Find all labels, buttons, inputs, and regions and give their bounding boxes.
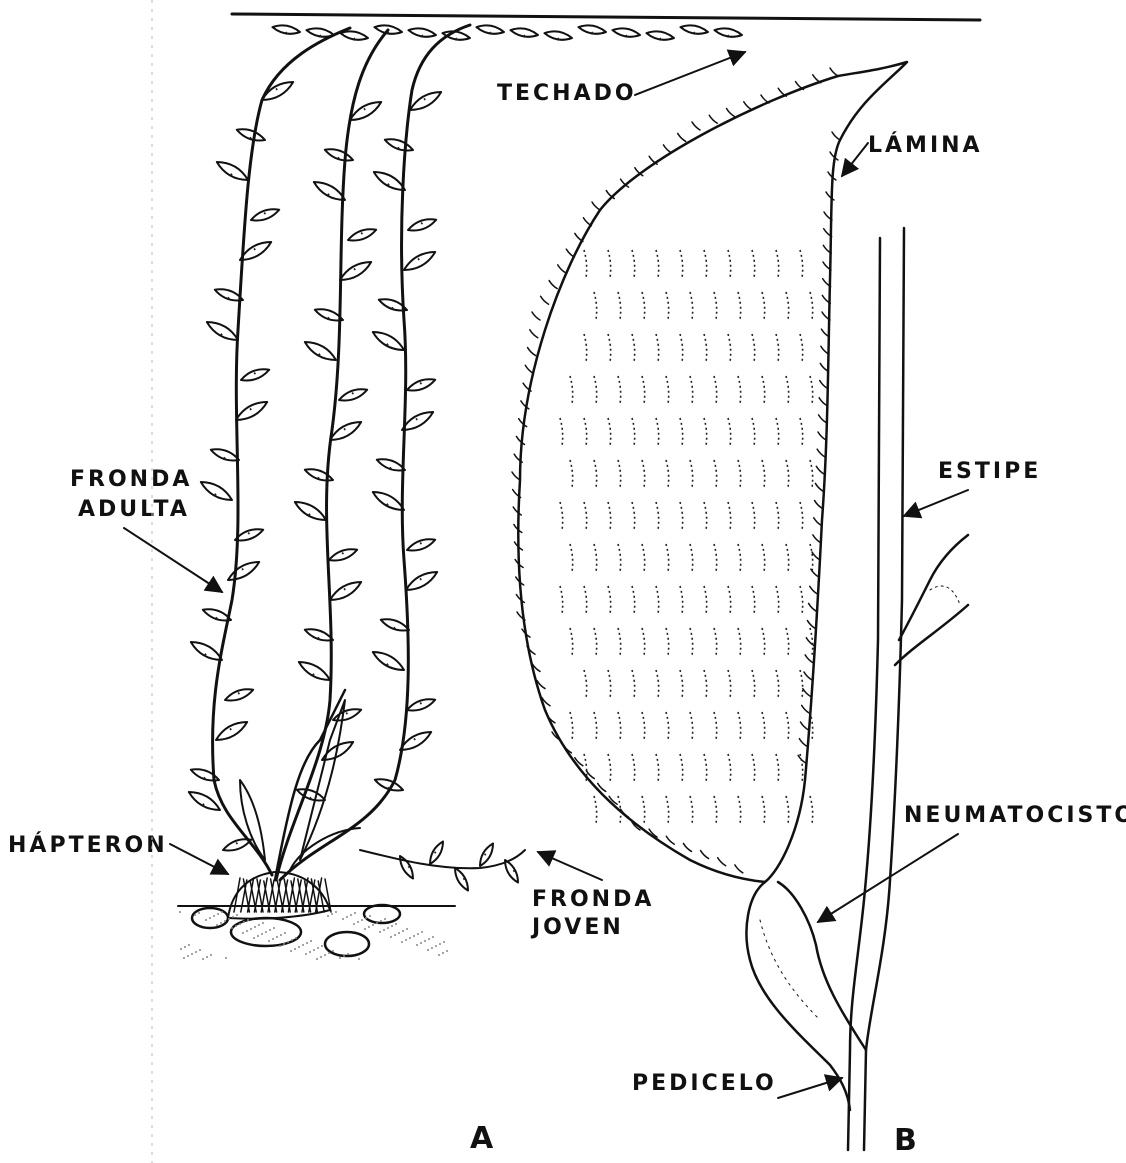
label-fronda-joven: FRONDA JOVEN: [530, 852, 654, 940]
adult-frond-blade: [373, 652, 404, 670]
adult-frond-blade: [225, 689, 253, 700]
pedicelo-label: PEDICELO: [632, 1071, 777, 1096]
fronda-joven-label-line1: FRONDA: [532, 887, 654, 912]
canopy-surface-blades: [272, 25, 742, 41]
fronda-adulta-arrow: [124, 528, 222, 592]
fronda-adulta-label-line2: ADULTA: [78, 497, 190, 522]
adult-frond-blade: [330, 422, 361, 440]
adult-frond-blade: [329, 549, 357, 560]
estipe-label: ESTIPE: [938, 459, 1041, 484]
adult-frond-blade: [407, 379, 435, 390]
adult-frond-blade: [402, 412, 433, 430]
adult-frond-blade: [241, 369, 269, 380]
fronda-joven-arrow: [538, 852, 602, 880]
label-techado: TECHADO: [497, 52, 745, 106]
label-fronda-adulta: FRONDA ADULTA: [70, 467, 222, 592]
adult-frond-blade: [373, 332, 404, 350]
adult-frond-blade: [228, 562, 259, 580]
label-pedicelo: PEDICELO: [632, 1071, 842, 1098]
stipe-detail: [848, 238, 880, 1150]
blade-surface-texture: [560, 250, 813, 824]
seafloor-rocks: [192, 905, 400, 956]
adult-frond-blade: [251, 209, 279, 220]
neumatocisto-label: NEUMATOCISTO: [904, 803, 1126, 828]
lamina-arrow: [842, 143, 868, 176]
young-frond-blade: [480, 843, 493, 866]
adult-frond-blade: [189, 792, 220, 810]
blade-serrations: [512, 68, 840, 873]
adult-frond-blade: [404, 252, 435, 270]
label-estipe: ESTIPE: [904, 459, 1041, 516]
adult-frond-blade: [191, 642, 222, 660]
adult-frond-blade: [207, 322, 238, 340]
adult-frond-blade: [330, 582, 361, 600]
adult-frond-blade: [407, 699, 435, 710]
lamina-label: LÁMINA: [868, 132, 983, 158]
label-lamina: LÁMINA: [842, 132, 983, 176]
adult-frond-blade: [223, 839, 251, 850]
hapteron-label: HÁPTERON: [8, 832, 168, 858]
seafloor-sediment: [179, 911, 448, 960]
adult-frond-blade: [410, 92, 441, 110]
techado-label: TECHADO: [497, 81, 637, 106]
adult-frond-blade: [217, 162, 248, 180]
young-frond-blade: [455, 868, 468, 891]
adult-frond-blade: [374, 172, 405, 190]
adult-frond-blade: [305, 342, 336, 360]
panel-b-letter: B: [894, 1123, 917, 1158]
adult-frond-blade: [373, 492, 404, 510]
pedicelo-arrow: [778, 1078, 842, 1098]
adult-frond-blade: [350, 102, 381, 120]
young-frond-runner: [360, 850, 525, 868]
fronda-joven-label-line2: JOVEN: [530, 915, 624, 940]
adult-frond-stipe-middle: [276, 30, 388, 880]
adult-frond-blade: [406, 572, 437, 590]
fronda-adulta-label-line1: FRONDA: [70, 467, 192, 492]
adult-frond-blade: [295, 502, 326, 520]
panel-a-kelp-plant: [178, 14, 980, 960]
stipe-side-branch: [895, 535, 968, 665]
water-surface-line: [232, 14, 980, 20]
panel-b-blade-detail: [512, 62, 968, 1150]
adult-frond-blade: [216, 722, 247, 740]
adult-frond-blade: [339, 389, 367, 400]
young-frond-blades: [400, 841, 518, 890]
adult-frond-blade: [408, 219, 436, 230]
adult-frond-blade: [340, 262, 371, 280]
adult-frond-blade: [407, 539, 435, 550]
estipe-arrow: [904, 490, 968, 516]
adult-frond-blade: [299, 662, 330, 680]
techado-arrow: [635, 52, 745, 95]
young-frond-blade: [505, 860, 518, 883]
adult-frond-blade: [348, 229, 376, 240]
young-frond-blade: [430, 841, 443, 864]
adult-frond-blade: [236, 402, 267, 420]
panel-a-letter: A: [470, 1121, 494, 1156]
hapteron-arrow: [170, 844, 228, 874]
adult-frond-blade: [201, 482, 232, 500]
adult-frond-stipe-right: [280, 25, 470, 880]
adult-frond-blade: [314, 182, 345, 200]
label-hapteron: HÁPTERON: [8, 832, 228, 874]
